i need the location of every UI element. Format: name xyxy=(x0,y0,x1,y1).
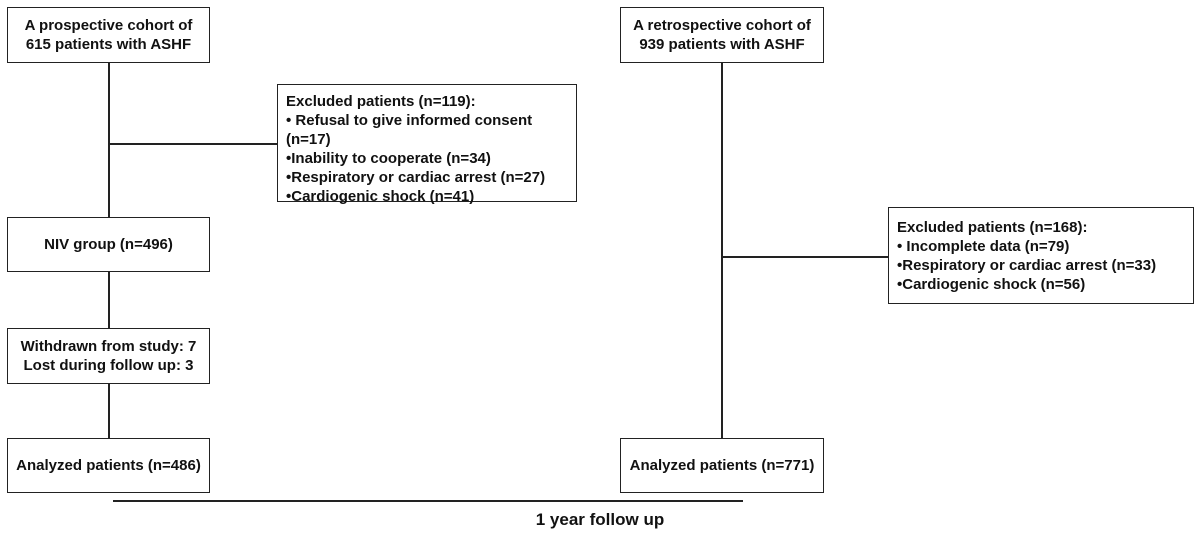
right-excluded-item: •Respiratory or cardiac arrest (n=33) xyxy=(897,257,1157,274)
connector-line xyxy=(108,272,110,328)
prospective-cohort-line-1: A prospective cohort of xyxy=(24,17,193,34)
connector-line xyxy=(721,256,888,258)
connector-line xyxy=(108,384,110,438)
right-excluded-item: • Incomplete data (n=79) xyxy=(897,238,1070,255)
left-excluded-title: Excluded patients (n=119): xyxy=(286,93,476,110)
retrospective-cohort-box: A retrospective cohort of 939 patients w… xyxy=(620,7,824,63)
withdrawn-line-1: Withdrawn from study: 7 xyxy=(20,338,197,355)
withdrawn-box: Withdrawn from study: 7 Lost during foll… xyxy=(7,328,210,384)
right-analyzed-label: Analyzed patients (n=771) xyxy=(629,457,815,474)
left-excluded-item: •Inability to cooperate (n=34) xyxy=(286,150,491,167)
left-excluded-item: • Refusal to give informed consent xyxy=(286,112,533,129)
left-analyzed-label: Analyzed patients (n=486) xyxy=(16,457,201,474)
left-excluded-box: Excluded patients (n=119): • Refusal to … xyxy=(277,84,577,205)
prospective-cohort-box: A prospective cohort of 615 patients wit… xyxy=(7,7,210,63)
prospective-cohort-line-2: 615 patients with ASHF xyxy=(25,36,192,53)
right-analyzed-box: Analyzed patients (n=771) xyxy=(620,438,824,493)
left-excluded-item: (n=17) xyxy=(286,131,331,148)
connector-line xyxy=(721,63,723,438)
follow-up-timeline xyxy=(113,500,743,502)
left-analyzed-box: Analyzed patients (n=486) xyxy=(7,438,210,493)
left-excluded-item: •Cardiogenic shock (n=41) xyxy=(286,188,475,205)
connector-line xyxy=(108,143,277,145)
retrospective-cohort-line-1: A retrospective cohort of xyxy=(633,17,811,34)
right-excluded-box: Excluded patients (n=168): • Incomplete … xyxy=(888,207,1194,304)
right-excluded-title: Excluded patients (n=168): xyxy=(897,219,1088,236)
left-excluded-item: •Respiratory or cardiac arrest (n=27) xyxy=(286,169,546,186)
withdrawn-line-2: Lost during follow up: 3 xyxy=(23,357,194,374)
connector-line xyxy=(108,63,110,217)
retrospective-cohort-line-2: 939 patients with ASHF xyxy=(639,36,805,53)
niv-group-label: NIV group (n=496) xyxy=(44,236,173,253)
niv-group-box: NIV group (n=496) xyxy=(7,217,210,272)
follow-up-label: 1 year follow up xyxy=(535,510,665,529)
right-excluded-item: •Cardiogenic shock (n=56) xyxy=(897,276,1086,293)
